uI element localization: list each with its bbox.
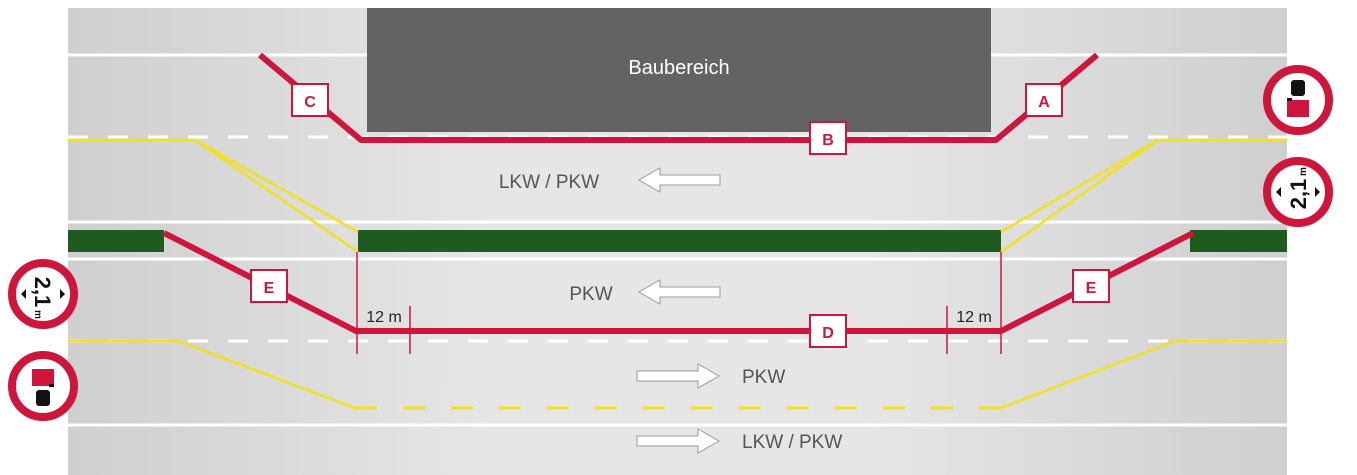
svg-text:A: A: [1038, 94, 1050, 111]
no-overtaking-trucks-sign: [1263, 65, 1333, 135]
arrow-left-middle: [637, 279, 721, 305]
dimension-right: 12 m: [956, 309, 992, 326]
marker-c: C: [291, 83, 329, 117]
svg-text:E: E: [1086, 280, 1097, 297]
arrow-right-lower: [636, 428, 721, 454]
arrow-left-upper: [637, 167, 721, 193]
no-overtaking-trucks-sign-left: [8, 351, 78, 421]
lane-label-lower-right: LKW / PKW: [742, 432, 842, 453]
width-limit-sign-right: 2,1 m: [1263, 157, 1333, 227]
dimension-ticks: [356, 252, 1002, 354]
svg-text:2,1: 2,1: [30, 277, 55, 308]
svg-text:2,1: 2,1: [1286, 179, 1311, 210]
marker-d: D: [809, 314, 847, 348]
temporary-markings: [68, 138, 1287, 410]
svg-text:E: E: [264, 280, 275, 297]
svg-text:D: D: [822, 325, 834, 342]
lane-label-middle-left: PKW: [569, 284, 612, 305]
marker-e-right: E: [1072, 269, 1110, 303]
arrow-right-middle: [636, 363, 721, 389]
lane-label-middle-right: PKW: [742, 367, 785, 388]
svg-text:m: m: [32, 310, 43, 319]
car-icon: [36, 390, 50, 406]
car-icon: [1291, 80, 1305, 96]
svg-text:C: C: [304, 94, 316, 111]
truck-icon: [32, 369, 54, 386]
svg-text:B: B: [822, 132, 834, 149]
truck-icon: [1287, 100, 1309, 117]
dimension-left: 12 m: [366, 309, 402, 326]
marker-b: B: [809, 121, 847, 155]
marker-a: A: [1025, 83, 1063, 117]
marker-e-left: E: [250, 269, 288, 303]
width-limit-sign-left: 2,1 m: [8, 259, 78, 329]
lane-edge-lines: [68, 53, 1287, 427]
construction-area-label: Baubereich: [628, 57, 729, 79]
construction-area: [367, 8, 991, 132]
lane-label-upper-left: LKW / PKW: [499, 172, 599, 193]
median-strip: [68, 230, 1287, 252]
svg-text:m: m: [1298, 167, 1309, 176]
